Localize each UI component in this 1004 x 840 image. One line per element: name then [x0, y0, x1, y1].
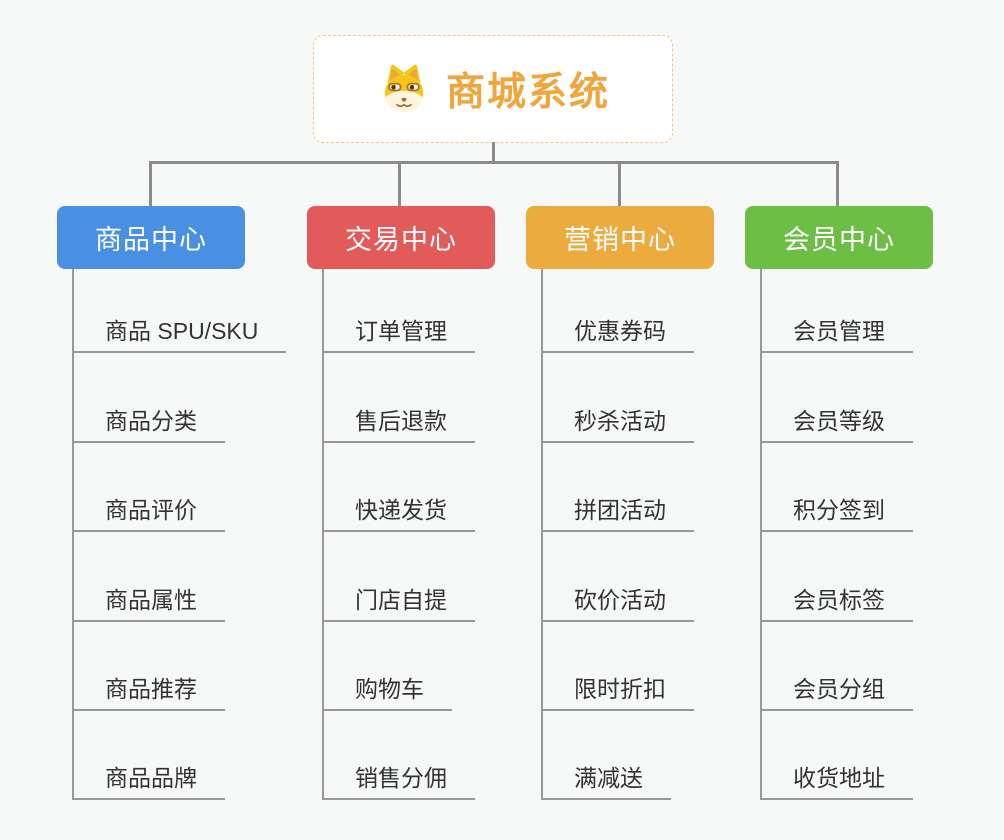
leaf-node[interactable]: 拼团活动 — [541, 490, 694, 532]
leaf-node[interactable]: 砍价活动 — [541, 580, 694, 622]
leaf-node[interactable]: 商品 SPU/SKU — [72, 311, 287, 353]
leaf-node[interactable]: 满减送 — [541, 758, 671, 800]
leaf-node[interactable]: 收货地址 — [760, 758, 913, 800]
leaf-node[interactable]: 积分签到 — [760, 490, 913, 532]
branch-column-marketing: 营销中心 优惠券码 秒杀活动 拼团活动 砍价活动 限时折扣 满减送 — [526, 206, 756, 806]
dog-face-icon — [376, 61, 432, 117]
branch-node-member[interactable]: 会员中心 — [745, 206, 933, 269]
leaf-node[interactable]: 商品品牌 — [72, 758, 225, 800]
leaf-node[interactable]: 商品推荐 — [72, 669, 225, 711]
leaf-node[interactable]: 秒杀活动 — [541, 401, 694, 443]
branch-node-marketing[interactable]: 营销中心 — [526, 206, 714, 269]
leaf-node[interactable]: 会员分组 — [760, 669, 913, 711]
leaf-node[interactable]: 限时折扣 — [541, 669, 694, 711]
branch-spine-line — [541, 269, 543, 800]
connector-stub-member — [836, 163, 839, 206]
leaf-node[interactable]: 会员标签 — [760, 580, 913, 622]
branch-spine-line — [760, 269, 762, 800]
leaf-node[interactable]: 优惠券码 — [541, 311, 694, 353]
root-node[interactable]: 商城系统 — [313, 35, 673, 143]
leaf-node[interactable]: 销售分佣 — [322, 758, 475, 800]
branch-column-product: 商品中心 商品 SPU/SKU 商品分类 商品评价 商品属性 商品推荐 商品品牌 — [57, 206, 287, 806]
branch-column-trade: 交易中心 订单管理 售后退款 快递发货 门店自提 购物车 销售分佣 — [307, 206, 537, 806]
leaf-node[interactable]: 购物车 — [322, 669, 452, 711]
leaf-node[interactable]: 快递发货 — [322, 490, 475, 532]
leaf-node[interactable]: 订单管理 — [322, 311, 475, 353]
root-title: 商城系统 — [445, 71, 610, 114]
connector-stub-trade — [398, 163, 401, 206]
leaf-node[interactable]: 售后退款 — [322, 401, 475, 443]
connector-stub-product — [149, 163, 152, 206]
branch-node-trade[interactable]: 交易中心 — [307, 206, 495, 269]
leaf-node[interactable]: 会员管理 — [760, 311, 913, 353]
connector-horizontal-line — [149, 161, 839, 164]
leaf-node[interactable]: 会员等级 — [760, 401, 913, 443]
branch-spine-line — [322, 269, 324, 800]
leaf-node[interactable]: 商品分类 — [72, 401, 225, 443]
leaf-node[interactable]: 商品属性 — [72, 580, 225, 622]
leaf-node[interactable]: 商品评价 — [72, 490, 225, 532]
branch-node-product[interactable]: 商品中心 — [57, 206, 245, 269]
connector-root-stub — [492, 142, 495, 163]
connector-stub-marketing — [618, 163, 621, 206]
leaf-node[interactable]: 门店自提 — [322, 580, 475, 622]
branch-spine-line — [72, 269, 74, 800]
branch-column-member: 会员中心 会员管理 会员等级 积分签到 会员标签 会员分组 收货地址 — [745, 206, 975, 806]
